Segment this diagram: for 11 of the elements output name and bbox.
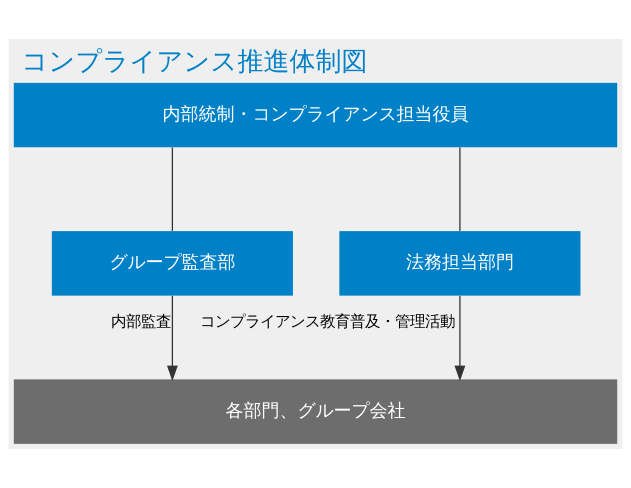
node-box: グループ監査部 (52, 231, 293, 296)
diagram-title: コンプライアンス推進体制図 (21, 46, 368, 77)
edge-label: コンプライアンス教育普及・管理活動 (200, 312, 456, 331)
node-box: 内部統制・コンプライアンス担当役員 (14, 82, 618, 148)
node-box: 各部門、グループ会社 (14, 379, 618, 444)
edge-label: 内部監査 (110, 312, 171, 331)
arrow (166, 296, 178, 382)
arrow (454, 296, 466, 382)
connector (459, 148, 461, 231)
node-box: 法務担当部門 (339, 231, 580, 296)
connector (172, 148, 174, 231)
